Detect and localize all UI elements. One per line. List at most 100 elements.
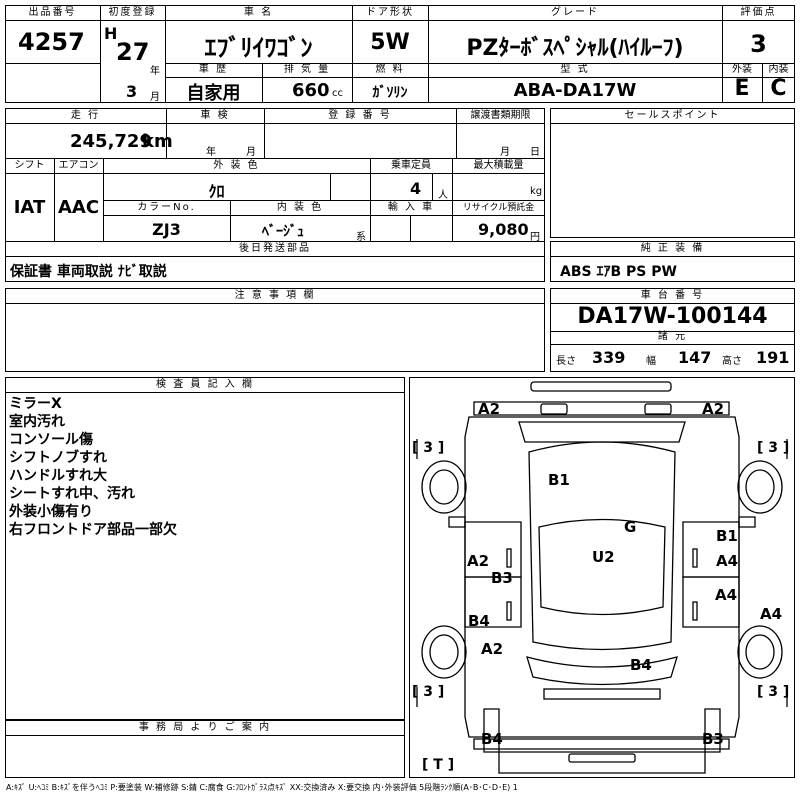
int-color: ﾍﾞｰｼﾞｭ (262, 224, 304, 240)
height: 191 (756, 348, 790, 367)
damage-mark: G (624, 518, 637, 536)
note-line: シフトノブすれ (9, 450, 107, 466)
grade-label: グレード (551, 7, 599, 18)
note-line: ミラーX (9, 396, 62, 412)
door-label: ドア形状 (366, 7, 414, 18)
note-line: シートすれ中、汚れ (9, 486, 135, 502)
header-box (5, 5, 795, 103)
interior-grade: C (770, 76, 787, 101)
max-load-label: 最大積載量 (473, 160, 524, 171)
ext-color: ｸﾛ (208, 182, 225, 201)
inspector-box (5, 377, 405, 720)
bracket-score: [ 3 ] (412, 684, 445, 700)
damage-mark: A2 (481, 640, 504, 658)
bracket-score: [ 3 ] (412, 440, 445, 456)
sales-point-label: セールスポイント (624, 110, 721, 121)
ext-color-label: 外 装 色 (213, 160, 260, 171)
reg-month: 3 (126, 82, 138, 101)
length-label: 長さ (556, 356, 576, 367)
recycle-deposit: 9,080 (478, 220, 529, 239)
ac-label: エアコン (58, 160, 99, 171)
capacity-unit: 人 (438, 190, 448, 201)
mileage-unit: km (142, 131, 173, 152)
genuine-label: 純 正 装 備 (640, 243, 705, 254)
history-label: 車 歴 (198, 64, 229, 75)
chassis-number: DA17W-100144 (577, 304, 768, 329)
capacity: 4 (410, 179, 422, 198)
score: 3 (750, 30, 767, 58)
damage-mark: B1 (548, 471, 570, 489)
damage-mark: A2 (467, 552, 490, 570)
damage-mark: A4 (715, 586, 738, 604)
transfer-label: 譲渡書類期限 (470, 110, 531, 121)
score-label: 評価点 (740, 7, 777, 18)
bracket-score: [ T ] (422, 757, 455, 773)
later-parts-label: 後日発送部品 (239, 243, 311, 254)
displacement-label: 排 気 量 (283, 64, 331, 75)
capacity-label: 乗車定員 (391, 160, 431, 171)
genuine-box (550, 241, 795, 282)
note-line: ハンドルすれ大 (9, 468, 107, 484)
recycle-label: リサイクル預託金 (462, 203, 535, 213)
transfer-day-unit: 日 (530, 147, 540, 158)
damage-mark: A4 (716, 552, 739, 570)
inspector-notes: ミラーX 室内汚れ コンソール傷 シフトノブすれ ハンドルすれ大 シートすれ中、… (9, 395, 177, 539)
transfer-month-unit: 月 (500, 147, 510, 158)
damage-mark: B4 (630, 656, 652, 674)
chassis-box (550, 288, 795, 372)
displacement-unit: cc (332, 88, 343, 99)
length: 339 (592, 348, 626, 367)
int-color-label: 内 装 色 (276, 202, 324, 213)
office-box (5, 720, 405, 778)
fuel: ｶﾞｿﾘﾝ (372, 85, 408, 101)
grade: PZﾀｰﾎﾞｽﾍﾟｼｬﾙ(ﾊｲﾙｰﾌ) (466, 36, 684, 61)
damage-mark: B4 (468, 612, 490, 630)
bracket-score: [ 3 ] (757, 684, 790, 700)
chassis-label: 車 台 番 号 (640, 290, 705, 301)
color-no-label: カラーNo. (137, 202, 196, 213)
history: 自家用 (186, 83, 241, 104)
air-conditioner: AAC (57, 197, 100, 218)
inspection-label: 車 検 (200, 110, 230, 121)
mileage: 245,729 (70, 131, 152, 152)
note-line: 右フロントドア部品一部欠 (9, 522, 177, 538)
width: 147 (678, 348, 712, 367)
door-type: 5W (370, 30, 410, 55)
height-label: 高さ (722, 356, 742, 367)
car-name-label: 車 名 (243, 7, 274, 18)
shift-label: シフト (14, 160, 45, 171)
damage-mark: A2 (478, 400, 501, 418)
damage-mark: B3 (491, 569, 513, 587)
color-no: ZJ3 (152, 220, 181, 239)
later-parts: 保証書 車両取説 ﾅﾋﾞ取説 (10, 264, 167, 280)
reg-no-label: 登 録 番 号 (328, 110, 392, 121)
mileage-label: 走 行 (70, 110, 101, 121)
int-color-suffix: 系 (356, 232, 366, 243)
legend: A:ｷｽﾞ U:ﾍｺﾐ B:ｷｽﾞを伴うﾍｺﾐ P:要塗装 W:補修跡 S:錆 … (6, 783, 518, 792)
damage-mark: U2 (592, 548, 615, 566)
caution-label: 注 意 事 項 欄 (234, 290, 316, 301)
month-unit: 月 (150, 92, 160, 103)
inspection-month-unit: 月 (246, 147, 256, 158)
car-name: ｴﾌﾞﾘｲﾜｺﾞﾝ (204, 34, 313, 62)
recycle-unit: 円 (530, 232, 540, 243)
first-reg-label: 初度登録 (108, 7, 157, 18)
exterior-label: 外装 (732, 64, 752, 75)
note-line: 外装小傷有り (9, 504, 93, 520)
car-outline-diagram (416, 381, 788, 774)
diagram-box (409, 377, 795, 778)
note-line: コンソール傷 (9, 432, 93, 448)
damage-mark: B4 (481, 730, 503, 748)
damage-mark: B1 (716, 527, 738, 545)
genuine-equipment: ABS ｴｱB PS PW (560, 264, 677, 280)
damage-mark: A2 (702, 400, 725, 418)
displacement: 660 (292, 80, 330, 101)
bracket-score: [ 3 ] (757, 440, 790, 456)
damage-mark: A4 (760, 605, 783, 623)
interior-label: 内装 (768, 64, 789, 75)
max-load-unit: kg (530, 186, 543, 197)
era: H (104, 24, 118, 43)
lot-number: 4257 (18, 28, 85, 56)
damage-mark: B3 (702, 730, 724, 748)
width-label: 幅 (646, 356, 656, 367)
